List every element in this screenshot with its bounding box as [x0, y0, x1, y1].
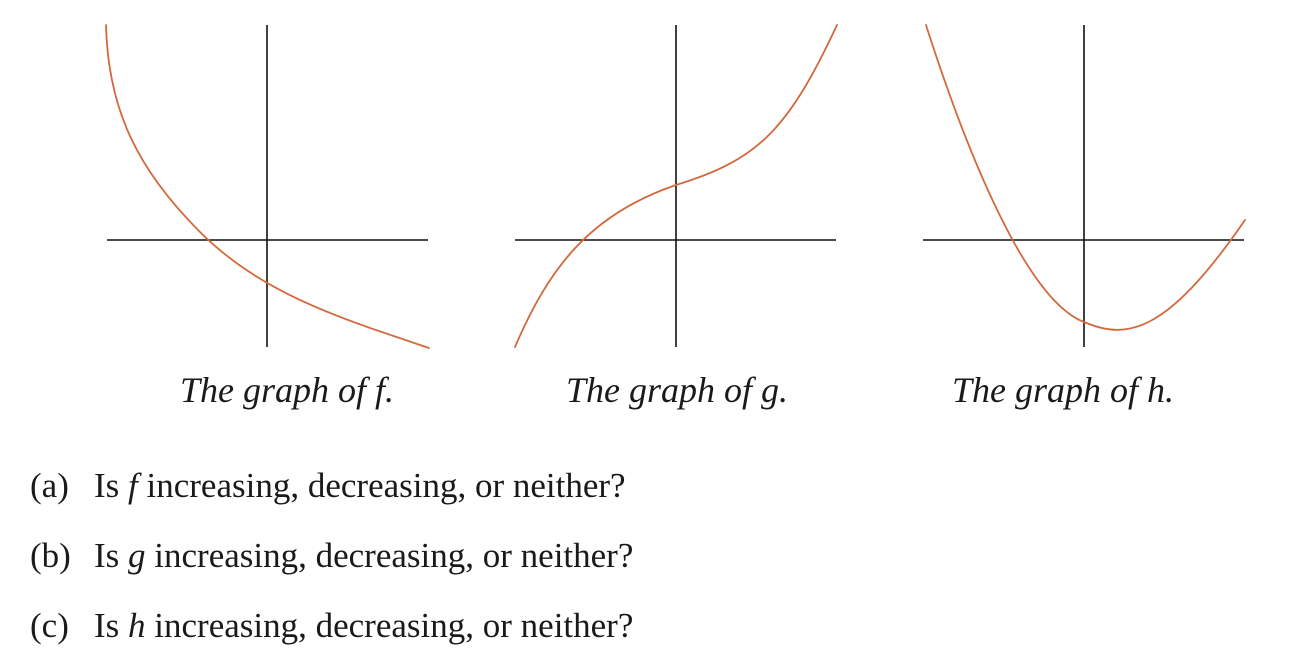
- curve-f: [105, 24, 430, 349]
- caption-h: The graph of h.: [952, 370, 1175, 410]
- question-variable: f: [128, 466, 138, 505]
- question-label: (c): [30, 606, 69, 645]
- question-b: (b)Is g increasing, decreasing, or neith…: [30, 536, 634, 575]
- question-label: (a): [30, 466, 69, 505]
- graph-f: The graph of f.: [100, 0, 440, 430]
- caption-g: The graph of g.: [566, 370, 789, 410]
- curve-g: [514, 24, 838, 348]
- caption-f: The graph of f.: [180, 370, 395, 410]
- question-c: (c)Is h increasing, decreasing, or neith…: [30, 606, 634, 645]
- graph-g: The graph of g.: [508, 0, 848, 430]
- graph-g-plot: [514, 24, 838, 348]
- graph-h: The graph of h.: [916, 0, 1256, 430]
- question-variable: h: [128, 606, 146, 645]
- question-label: (b): [30, 536, 71, 575]
- curve-h: [925, 24, 1246, 331]
- graph-h-plot: [923, 24, 1246, 347]
- question-a: (a)Is f increasing, decreasing, or neith…: [30, 466, 626, 505]
- graph-f-plot: [105, 24, 430, 349]
- question-variable: g: [128, 536, 146, 575]
